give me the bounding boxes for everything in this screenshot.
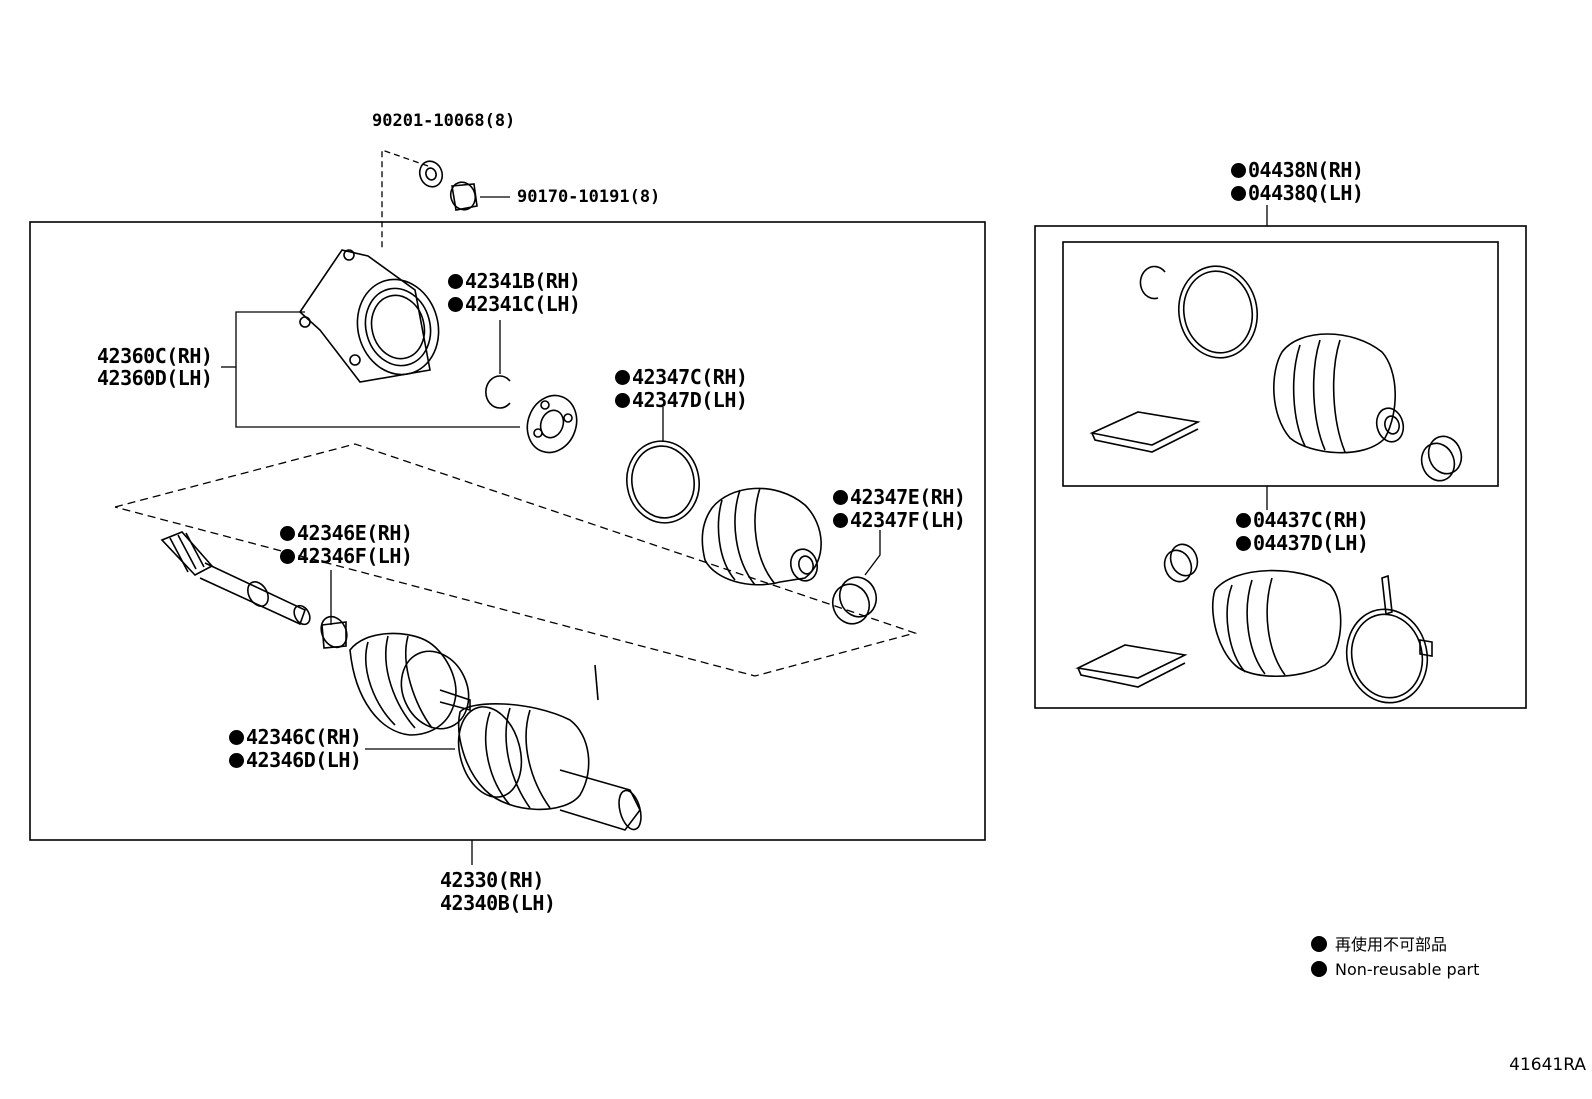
non-reusable-dot-icon — [1231, 186, 1246, 201]
shaft-clamp-label-rh: 42346E(RH) — [280, 522, 413, 545]
non-reusable-dot-icon — [615, 393, 630, 408]
legend-en: Non-reusable part — [1311, 960, 1479, 980]
outer-housing-label-rh: 42360C(RH) — [97, 344, 213, 368]
non-reusable-dot-icon — [229, 753, 244, 768]
outboard-kit-parts-icon — [1075, 543, 1433, 704]
inboard-clamp-label-lh: 42347D(LH) — [615, 389, 748, 412]
legend-jp: 再使用不可部品 — [1311, 935, 1447, 955]
inboard-kit-parts-icon — [1089, 265, 1463, 482]
inboard-kit-frame — [1062, 241, 1499, 487]
non-reusable-dot-icon — [1236, 513, 1251, 528]
non-reusable-dot-icon — [833, 490, 848, 505]
non-reusable-dot-icon — [280, 526, 295, 541]
outboard-boot-label-lh: 42346D(LH) — [229, 749, 362, 772]
nut-icon — [449, 181, 478, 211]
non-reusable-dot-icon — [229, 730, 244, 745]
bolt-icon — [418, 160, 444, 188]
repair-kit-frame — [1034, 225, 1527, 709]
bolt-label: 90201-10068(8) — [372, 111, 516, 131]
snap-ring-label-lh: 42341C(LH) — [448, 293, 581, 316]
legend-dot-icon — [1311, 936, 1327, 952]
assembly-frame — [29, 221, 986, 841]
outer-housing-icon — [298, 249, 440, 383]
non-reusable-dot-icon — [1231, 163, 1246, 178]
small-clamp-label-rh: 42347E(RH) — [833, 486, 966, 509]
non-reusable-dot-icon — [615, 370, 630, 385]
outboard-boot-label-rh: 42346C(RH) — [229, 726, 362, 749]
small-clamp-icon — [831, 576, 878, 625]
non-reusable-dot-icon — [1236, 536, 1251, 551]
shaft-assy-label-lh: 42340B(LH) — [440, 891, 556, 915]
nut-label: 90170-10191(8) — [517, 187, 661, 207]
diagram-code: 41641RA — [1509, 1055, 1586, 1075]
outer-housing-label-lh: 42360D(LH) — [97, 366, 213, 390]
outboard-kit-label-rh: 04437C(RH) — [1236, 509, 1369, 532]
snap-ring-icon — [485, 375, 511, 409]
non-reusable-dot-icon — [280, 549, 295, 564]
inboard-clamp-icon — [626, 440, 700, 524]
legend-dot-icon — [1311, 961, 1327, 977]
outboard-kit-label-lh: 04437D(LH) — [1236, 532, 1369, 555]
small-clamp-label-lh: 42347F(LH) — [833, 509, 966, 532]
inboard-boot-icon — [701, 487, 822, 586]
tripod-joint-icon — [526, 394, 578, 454]
non-reusable-dot-icon — [448, 297, 463, 312]
shaft-assy-label-rh: 42330(RH) — [440, 868, 544, 892]
shaft-clamp-label-lh: 42346F(LH) — [280, 545, 413, 568]
drive-shaft-icon — [160, 531, 642, 831]
inboard-kit-label-rh: 04438N(RH) — [1231, 159, 1364, 182]
non-reusable-dot-icon — [448, 274, 463, 289]
inboard-kit-label-lh: 04438Q(LH) — [1231, 182, 1364, 205]
non-reusable-dot-icon — [833, 513, 848, 528]
snap-ring-label-rh: 42341B(RH) — [448, 270, 581, 293]
inboard-clamp-label-rh: 42347C(RH) — [615, 366, 748, 389]
